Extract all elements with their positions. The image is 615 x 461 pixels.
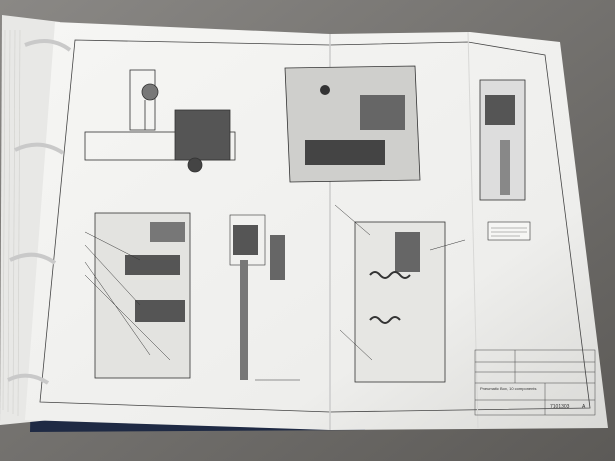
panel-bottom-right — [334, 204, 466, 383]
title-block-description: Pneumatic Box, 10 components — [480, 386, 537, 391]
binder-rings — [7, 39, 72, 385]
assembly-top-middle — [284, 65, 421, 183]
panel-bottom-left — [84, 212, 191, 379]
drawing-border — [39, 39, 591, 413]
note-box — [487, 221, 531, 241]
assembly-top-left — [84, 69, 236, 173]
title-block-size: A — [582, 404, 586, 410]
page-edges — [2, 29, 21, 417]
assembly-right-page — [479, 79, 526, 201]
title-block — [474, 349, 596, 416]
title-block-drawing-number: 7101303 — [550, 404, 570, 410]
panel-side-view — [229, 214, 300, 381]
